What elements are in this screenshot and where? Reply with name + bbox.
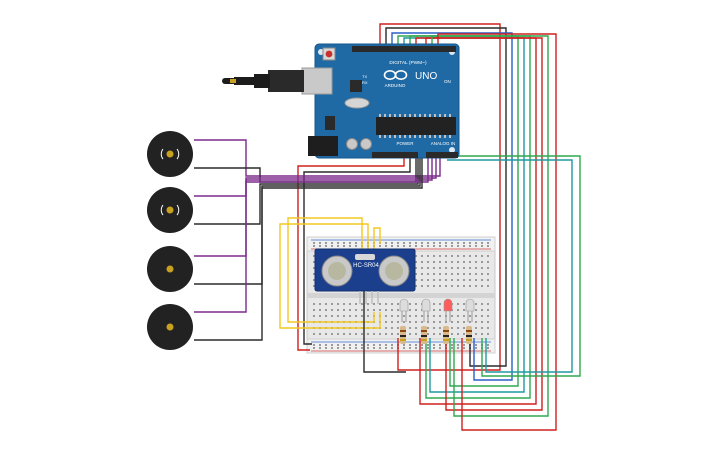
arduino-uno-board[interactable]: DIGITAL (PWM~) ON TX RX UNO ARDUINO POWE… bbox=[301, 43, 460, 159]
sensor-label: HC-SR04 bbox=[353, 263, 379, 269]
usb-port[interactable] bbox=[301, 67, 333, 95]
sound-waves-icon bbox=[160, 148, 180, 160]
digital-label: DIGITAL (PWM~) bbox=[389, 60, 427, 66]
wire-blue-d11 bbox=[391, 32, 513, 381]
buzzer-3[interactable] bbox=[147, 246, 193, 292]
wire-red-d6 bbox=[425, 37, 543, 411]
led-4[interactable] bbox=[465, 298, 475, 322]
leds bbox=[399, 298, 475, 322]
wire-green-d10 bbox=[397, 35, 519, 387]
wire-red-d13 bbox=[379, 23, 501, 371]
wire-purple-buzzer1 bbox=[194, 139, 441, 177]
resistor-3[interactable] bbox=[443, 326, 449, 344]
wire-black-buzzer4 bbox=[194, 156, 423, 341]
wire-purple-buzzer3 bbox=[194, 156, 433, 257]
atmega-chip bbox=[376, 117, 456, 135]
on-led-label: ON bbox=[444, 79, 451, 84]
arduino-brand: ARDUINO bbox=[385, 83, 406, 88]
digital-header[interactable] bbox=[352, 46, 456, 52]
ultrasonic-sensor[interactable]: HC-SR04 bbox=[314, 248, 416, 304]
buzzer-4[interactable] bbox=[147, 304, 193, 350]
power-header[interactable] bbox=[372, 152, 418, 158]
sensor-pins bbox=[359, 291, 379, 304]
resistor-1[interactable] bbox=[400, 326, 406, 344]
usb-cable bbox=[222, 70, 304, 92]
resistors bbox=[400, 326, 472, 344]
resistor-2[interactable] bbox=[421, 326, 427, 344]
wire-black-d12 bbox=[385, 27, 507, 367]
wire-yellow-echo bbox=[279, 223, 381, 329]
wire-red-d4 bbox=[437, 33, 557, 431]
led-1[interactable] bbox=[399, 298, 409, 322]
led-3[interactable] bbox=[443, 298, 453, 322]
wire-green-d5 bbox=[431, 35, 549, 417]
wire-red-d7 bbox=[415, 37, 537, 405]
power-jack[interactable] bbox=[308, 136, 338, 156]
wire-black-buzzer3 bbox=[194, 156, 421, 285]
wire-teal-d9 bbox=[403, 37, 525, 393]
tx-label: TX bbox=[362, 74, 367, 79]
power-label: POWER bbox=[396, 141, 414, 146]
rx-label: RX bbox=[362, 80, 368, 85]
analog-header[interactable] bbox=[426, 152, 458, 158]
wire-teal-a1 bbox=[447, 159, 573, 373]
wire-red-5v bbox=[297, 156, 405, 351]
crystal-oscillator bbox=[344, 97, 370, 109]
sound-waves-icon bbox=[160, 204, 180, 216]
wire-purple-buzzer4 bbox=[194, 156, 429, 313]
wire-purple-buzzer2 bbox=[194, 156, 437, 197]
wire-black-gnd bbox=[303, 156, 411, 345]
arduino-logo-icon bbox=[383, 70, 408, 81]
wire-black-buzzer2 bbox=[194, 156, 419, 225]
analog-label: ANALOG IN bbox=[431, 141, 456, 146]
wire-green-a0 bbox=[452, 155, 581, 377]
wire-yellow-trig bbox=[287, 217, 375, 323]
led-2[interactable] bbox=[421, 298, 431, 322]
wire-green-d8 bbox=[409, 35, 531, 399]
buzzer-1[interactable] bbox=[147, 131, 193, 177]
buzzer-2[interactable] bbox=[147, 187, 193, 233]
atmega-chip-pins bbox=[379, 114, 451, 138]
arduino-model: UNO bbox=[415, 71, 437, 82]
resistor-4[interactable] bbox=[466, 326, 472, 344]
